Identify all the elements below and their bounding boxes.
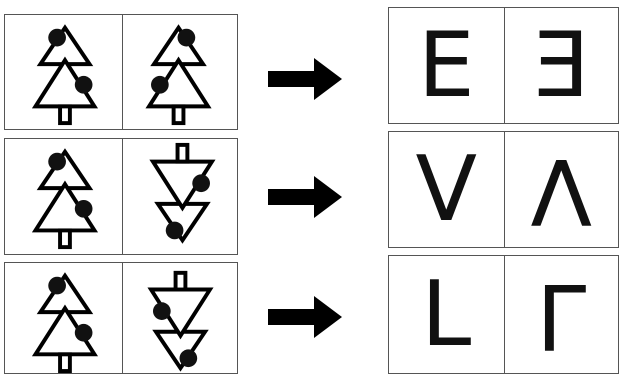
cell-right-1	[122, 15, 237, 129]
source-panel-1	[4, 14, 238, 130]
cell-right-2	[122, 139, 237, 254]
arrow-right-icon	[268, 176, 342, 218]
tree-rotated-180-icon	[149, 270, 212, 371]
result-letter-1-right-text: E	[532, 12, 590, 118]
cell-right-3	[122, 263, 237, 373]
tree-icon	[33, 25, 97, 126]
result-panel-1: E E	[388, 7, 619, 124]
tree-mirrored-vertical-icon	[151, 142, 214, 243]
result-letter-2-right: V	[503, 132, 619, 247]
result-letter-3-right: L	[503, 256, 619, 373]
cell-left-1	[5, 15, 122, 129]
cell-left-3	[5, 263, 122, 373]
tree-icon	[33, 149, 97, 250]
result-panel-3: L L	[388, 255, 619, 374]
tree-icon	[33, 273, 97, 373]
result-panel-2: V V	[388, 131, 619, 248]
result-letter-1-right: E	[503, 8, 619, 123]
result-letter-1-left: E	[417, 12, 475, 118]
result-letter-3-right-text: L	[536, 262, 587, 368]
source-panel-3	[4, 262, 238, 374]
arrow-right-icon	[268, 296, 342, 338]
source-panel-2	[4, 138, 238, 255]
tree-mirrored-horizontal-icon	[147, 25, 210, 126]
result-letter-2-right-text: V	[530, 137, 593, 243]
arrow-right-icon	[268, 58, 342, 100]
result-letter-3-left: L	[421, 261, 472, 367]
result-letter-2-left: V	[415, 136, 478, 242]
cell-left-2	[5, 139, 122, 254]
